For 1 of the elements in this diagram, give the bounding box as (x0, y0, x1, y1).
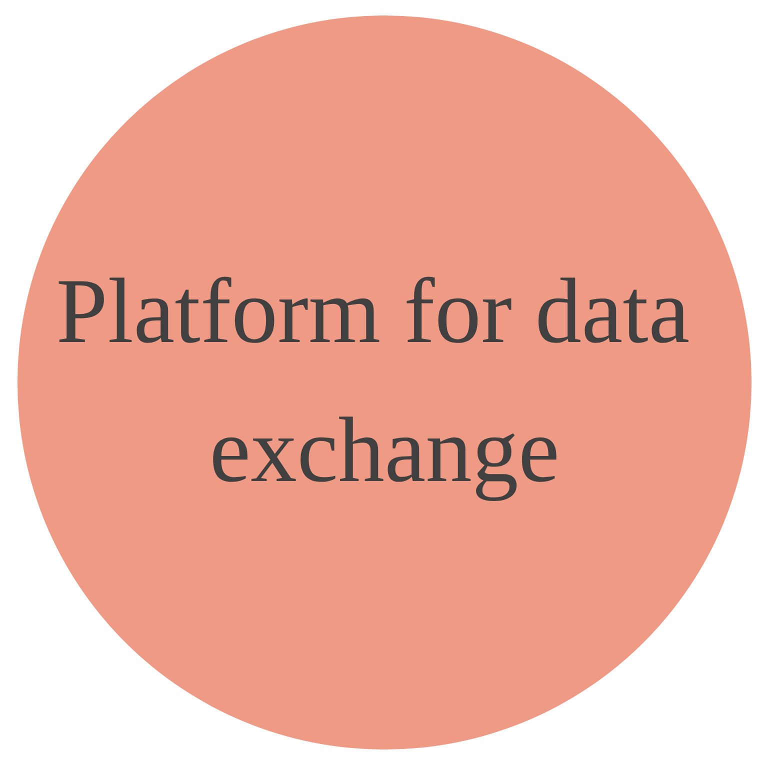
node-circle: Platform for data exchange (17, 15, 752, 750)
